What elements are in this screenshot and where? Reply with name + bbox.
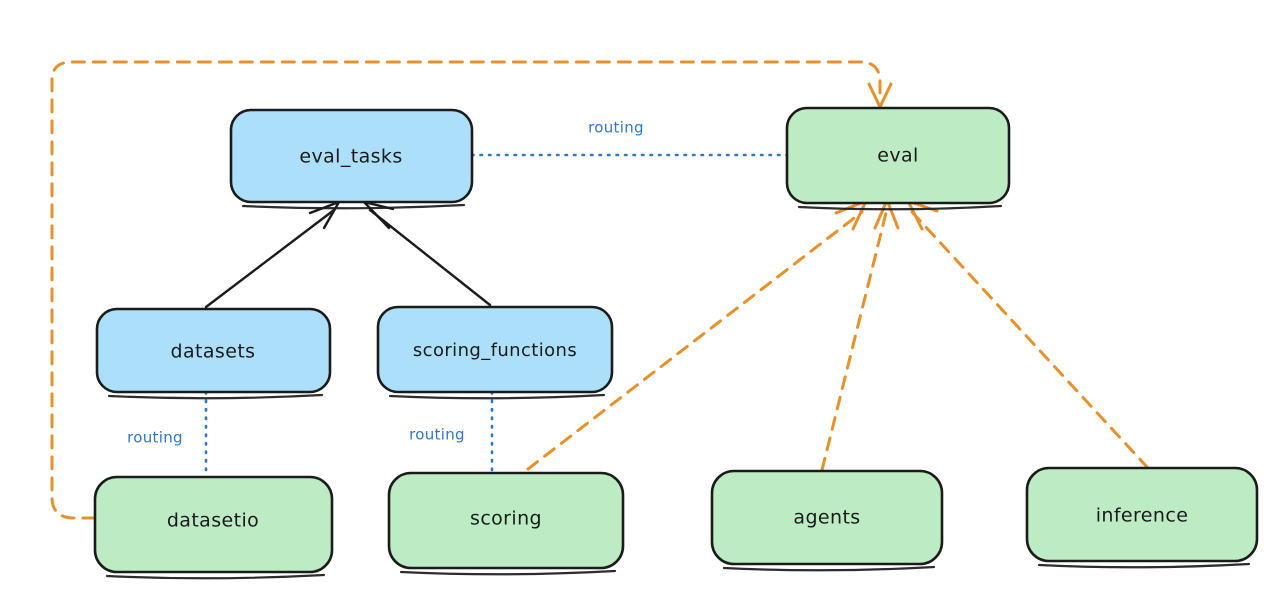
edge-inference-to-eval [906,199,1150,470]
edge-label-routing-scoring: routing [409,426,465,444]
node-agents[interactable]: agents [710,469,944,572]
node-datasets-shape[interactable] [95,307,332,394]
edge-datasets-to-eval_tasks [204,200,341,309]
node-eval_tasks[interactable]: eval_tasks [229,108,474,210]
node-scoring[interactable]: scoring [387,471,625,576]
node-scoring-label: scoring [470,508,542,530]
node-datasetio[interactable]: datasetio [93,475,334,580]
edge-label-routing-datasetio: routing [127,429,183,447]
node-layer: eval_tasks eval datasets scoring_functio… [93,106,1259,580]
arrowhead-icon [906,199,939,231]
node-eval_tasks-shape[interactable] [229,108,474,204]
node-eval-shape[interactable] [785,106,1011,205]
edge-label-layer: routing routing routing [127,119,644,447]
node-scoring_functions-shape[interactable] [376,305,614,394]
node-datasets-label: datasets [171,341,256,363]
node-datasets[interactable]: datasets [95,307,332,400]
node-eval[interactable]: eval [785,106,1011,211]
edge-label-routing-eval: routing [588,119,644,137]
node-agents-label: agents [793,507,860,529]
node-agents-shape[interactable] [710,469,944,566]
node-scoring_functions[interactable]: scoring_functions [376,305,614,400]
edge-agents-to-eval [820,198,900,472]
node-datasetio-label: datasetio [167,510,259,532]
edge-scoring_functions-to-eval_tasks [362,200,492,307]
node-scoring-shape[interactable] [387,471,625,570]
node-scoring_functions-label: scoring_functions [413,340,577,361]
arrowhead-icon [834,199,868,231]
node-eval-label: eval [877,145,918,167]
node-inference-shape[interactable] [1025,466,1259,563]
node-inference[interactable]: inference [1025,466,1259,569]
node-eval_tasks-label: eval_tasks [299,146,402,168]
node-datasetio-shape[interactable] [93,475,334,574]
node-inference-label: inference [1096,505,1189,527]
